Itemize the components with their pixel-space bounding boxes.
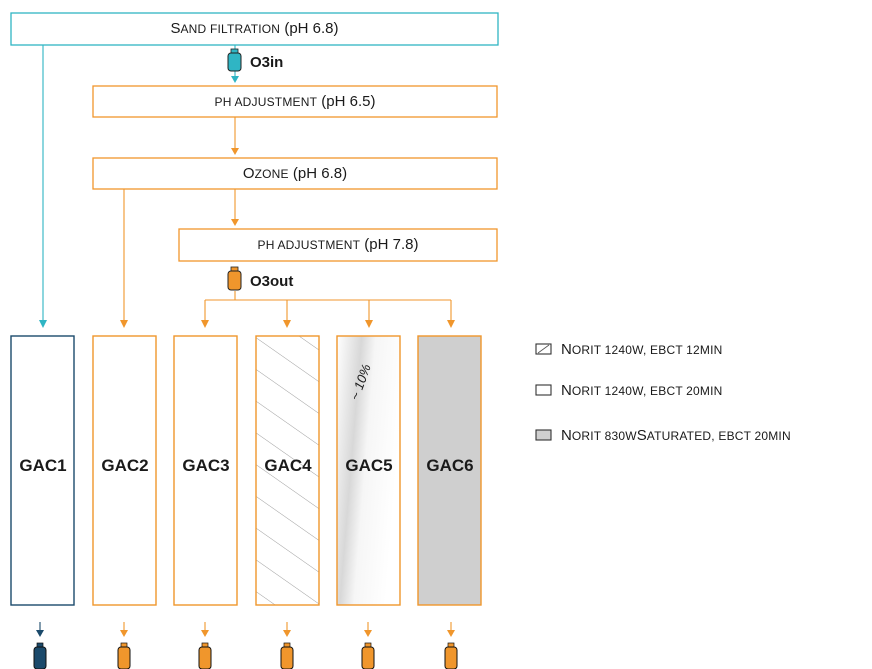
gac5-label: GAC5	[345, 456, 393, 475]
ph2-tail: (pH 7.8)	[360, 236, 419, 253]
ph-adjustment-2-box	[178, 228, 498, 262]
sand-rest: and filtration	[180, 22, 281, 36]
ozone-label: Ozone (pH 6.8)	[93, 165, 497, 182]
o3in-label: O3in	[250, 54, 284, 71]
gac3-label: GAC3	[182, 456, 230, 475]
ph-adjustment-2-label: pH adjustment (pH 7.8)	[179, 236, 497, 253]
ph1-rest: adjustment	[231, 95, 318, 109]
effluent-arrows	[36, 622, 455, 637]
legend-swatch-hatched	[535, 343, 552, 355]
legend-2-rest2: aturated	[646, 428, 712, 443]
gac3-column	[173, 335, 238, 606]
ozone-box	[92, 157, 498, 190]
legend-swatch-gray	[535, 429, 552, 441]
legend-2-cap2: S	[636, 427, 647, 444]
gac1-label: GAC1	[19, 456, 67, 475]
sand-filtration-label: Sand filtration (pH 6.8)	[11, 20, 498, 37]
legend-swatch-blank	[535, 384, 552, 396]
legend-2-unit: min	[768, 428, 791, 443]
ph-adjustment-1-box	[92, 85, 498, 118]
ozone-cap: O	[242, 165, 255, 182]
legend-item-blank: Norit 1240W, EBCT 20 min	[561, 382, 723, 399]
gac1-sample-bottle-icon	[33, 642, 47, 669]
gac2-label: GAC2	[101, 456, 149, 475]
o3in-bottle-icon	[227, 48, 242, 72]
ph1-tail: (pH 6.5)	[317, 93, 376, 110]
gac6-sample-bottle-icon	[444, 642, 458, 669]
legend-1-unit: min	[699, 383, 723, 398]
legend-2-rest: orit 830W	[571, 428, 637, 443]
ph2-rest: adjustment	[274, 238, 361, 252]
legend-2-cap: N	[561, 427, 572, 444]
legend-item-gray: Norit 830W Saturated, EBCT 20 min	[561, 427, 791, 444]
gac6-label: GAC6	[426, 456, 474, 475]
ozone-tail: (pH 6.8)	[288, 165, 348, 182]
o3out-bottle-icon	[227, 266, 242, 291]
sand-filtration-box	[10, 12, 499, 46]
ozone-rest: zone	[254, 167, 289, 181]
gac5-sample-bottle-icon	[361, 642, 375, 669]
ph1-cap: pH	[214, 95, 232, 109]
ph-adjustment-1-label: pH adjustment (pH 6.5)	[93, 93, 497, 110]
gac3-sample-bottle-icon	[198, 642, 212, 669]
legend-0-rest: orit 1240W, EBCT 12	[571, 342, 700, 357]
gac4-sample-bottle-icon	[280, 642, 294, 669]
legend-1-cap: N	[561, 382, 572, 399]
gac6-column	[417, 335, 482, 606]
legend-0-cap: N	[561, 341, 572, 358]
sand-cap: S	[170, 20, 181, 37]
sand-tail: (pH 6.8)	[280, 20, 339, 37]
legend-1-rest: orit 1240W, EBCT 20	[571, 383, 700, 398]
gac1-column	[10, 335, 75, 606]
gac4-column	[255, 335, 320, 606]
gac2-sample-bottle-icon	[117, 642, 131, 669]
legend-item-hatched: Norit 1240W, EBCT 12 min	[561, 341, 723, 358]
gac5-column	[336, 335, 401, 606]
legend-2-tail2: , EBCT 20	[711, 428, 769, 443]
legend-0-unit: min	[699, 342, 723, 357]
o3out-label: O3out	[250, 273, 294, 290]
gac2-column	[92, 335, 157, 606]
gac4-label: GAC4	[264, 456, 312, 475]
ph2-cap: pH	[257, 238, 275, 252]
